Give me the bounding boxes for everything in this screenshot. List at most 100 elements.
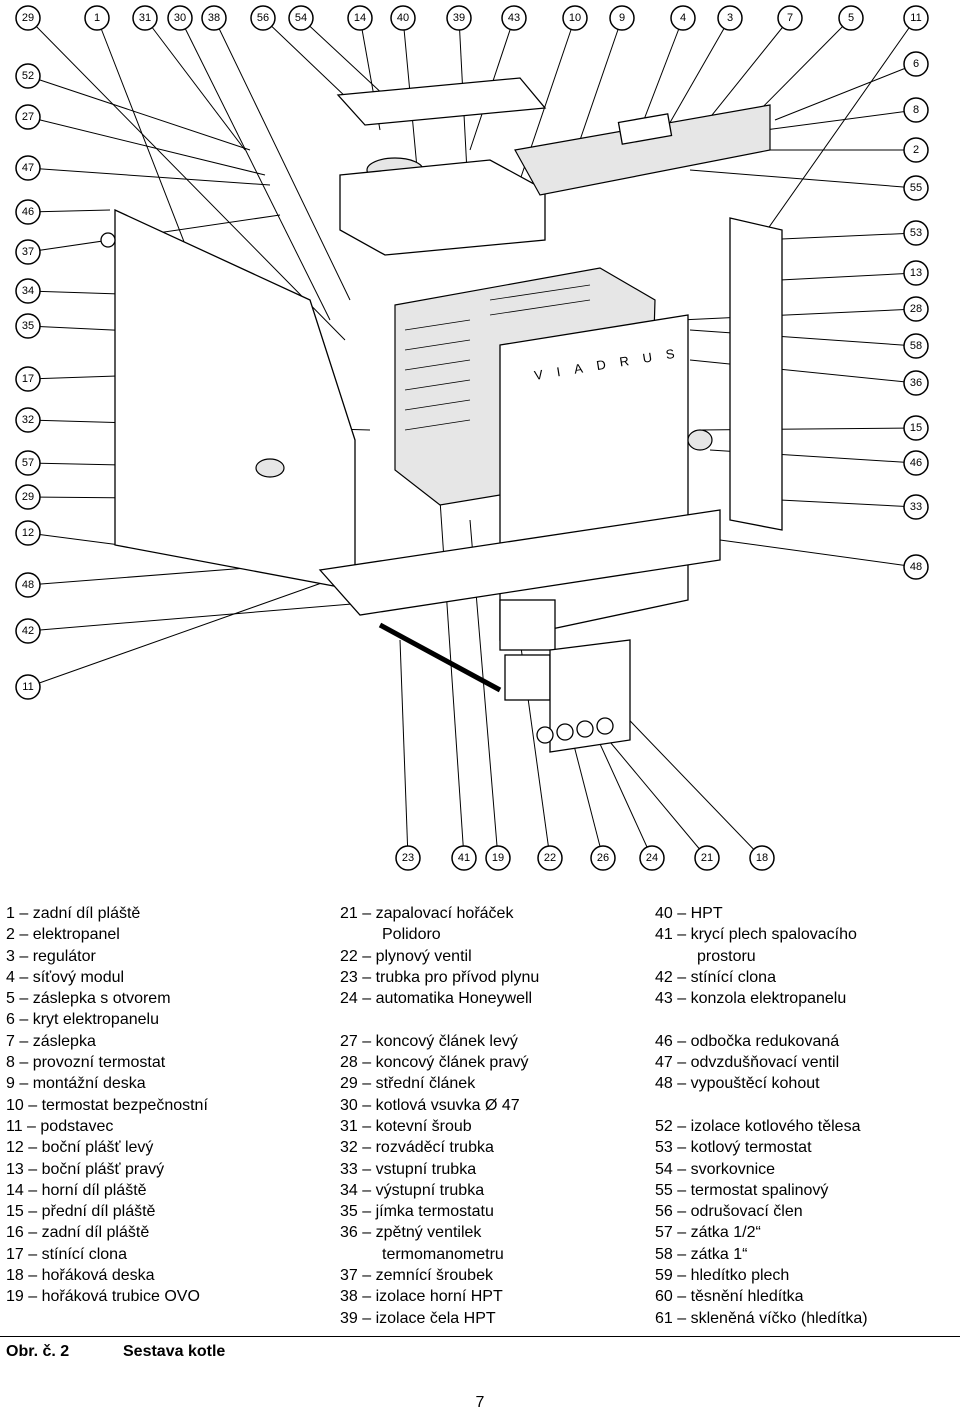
svg-text:33: 33 xyxy=(910,501,922,513)
callout-right-8: 8 xyxy=(903,97,929,123)
legend-item: 28 – koncový článek pravý xyxy=(340,1054,529,1072)
figure-label: Obr. č. 2 xyxy=(6,1343,70,1360)
legend-item: 47 – odvzdušňovací ventil xyxy=(655,1054,840,1072)
legend-item: 33 – vstupní trubka xyxy=(340,1160,477,1178)
legend-spacer xyxy=(655,1095,868,1116)
callout-left-37: 37 xyxy=(15,239,41,265)
legend-item: 24 – automatika Honeywell xyxy=(340,990,533,1008)
leader-line xyxy=(27,167,271,186)
svg-text:23: 23 xyxy=(402,852,414,864)
callout-left-11: 11 xyxy=(15,674,41,700)
leader-line xyxy=(569,729,604,859)
legend-item: 29 – střední článek xyxy=(340,1075,476,1093)
svg-text:13: 13 xyxy=(910,267,922,279)
legend-item: 46 – odbočka redukovaná xyxy=(655,1032,840,1050)
legend-item: 36 – zpětný ventilek xyxy=(340,1224,482,1242)
callout-right-28: 28 xyxy=(903,296,929,322)
svg-text:53: 53 xyxy=(910,227,922,239)
callout-right-13: 13 xyxy=(903,260,929,286)
callout-left-47: 47 xyxy=(15,155,41,181)
page-number: 7 xyxy=(475,1394,485,1411)
callout-top-7: 7 xyxy=(777,5,803,31)
callout-right-48: 48 xyxy=(903,554,929,580)
svg-text:22: 22 xyxy=(544,852,556,864)
callout-left-35: 35 xyxy=(15,313,41,339)
legend-item: 23 – trubka pro přívod plynu xyxy=(340,968,540,986)
svg-text:6: 6 xyxy=(913,58,919,70)
svg-text:42: 42 xyxy=(22,625,34,637)
legend-item: 12 – boční plášť levý xyxy=(6,1139,154,1157)
callout-top-14: 14 xyxy=(347,5,373,31)
svg-text:12: 12 xyxy=(22,527,34,539)
svg-text:29: 29 xyxy=(22,12,34,24)
callout-top-39: 39 xyxy=(446,5,472,31)
legend-item: 43 – konzola elektropanelu xyxy=(655,990,847,1008)
legend-item: 59 – hledítko plech xyxy=(655,1267,790,1285)
control-panel-part xyxy=(514,104,771,196)
svg-text:31: 31 xyxy=(139,12,151,24)
legend-item: 9 – montážní deska xyxy=(6,1075,146,1093)
leader-line xyxy=(27,579,331,688)
right-side-panel-part xyxy=(729,217,783,531)
svg-text:11: 11 xyxy=(22,681,33,693)
callout-left-42: 42 xyxy=(15,618,41,644)
svg-text:28: 28 xyxy=(910,303,922,315)
callout-top-40: 40 xyxy=(390,5,416,31)
legend-item: 42 – stínící clona xyxy=(655,968,776,986)
callout-bottom-22: 22 xyxy=(537,845,563,871)
legend-item: 53 – kotlový termostat xyxy=(655,1139,812,1157)
leader-line xyxy=(27,599,401,632)
legend-item: 19 – hořáková trubice OVO xyxy=(6,1288,200,1306)
svg-text:48: 48 xyxy=(22,579,34,591)
svg-text:7: 7 xyxy=(787,12,793,24)
callout-top-11: 11 xyxy=(903,5,929,31)
honeywell-automatics-part xyxy=(504,654,551,701)
svg-text:8: 8 xyxy=(913,104,919,116)
svg-text:29: 29 xyxy=(22,491,34,503)
callout-left-12: 12 xyxy=(15,520,41,546)
svg-text:52: 52 xyxy=(22,70,34,82)
svg-text:46: 46 xyxy=(22,206,34,218)
svg-text:9: 9 xyxy=(619,12,625,24)
callout-left-57: 57 xyxy=(15,450,41,476)
leader-line xyxy=(759,17,917,241)
caption-divider xyxy=(0,1336,960,1337)
leader-line xyxy=(779,499,917,508)
legend-item: 3 – regulátor xyxy=(6,947,96,965)
callout-right-15: 15 xyxy=(903,415,929,441)
callout-top-3: 3 xyxy=(717,5,743,31)
callout-right-6: 6 xyxy=(903,51,929,77)
legend-item: 16 – zadní díl pláště xyxy=(6,1224,150,1242)
svg-text:24: 24 xyxy=(646,852,658,864)
svg-text:14: 14 xyxy=(354,12,366,24)
callout-top-56: 56 xyxy=(250,5,276,31)
svg-text:35: 35 xyxy=(22,320,34,332)
svg-text:1: 1 xyxy=(94,12,100,24)
svg-text:46: 46 xyxy=(910,457,922,469)
legend-item: prostoru xyxy=(697,947,756,965)
leader-line xyxy=(579,17,623,141)
legend-spacer xyxy=(655,1009,868,1030)
callout-left-27: 27 xyxy=(15,104,41,130)
legend-spacer xyxy=(340,1009,539,1030)
leader-line xyxy=(689,359,917,384)
callout-top-10: 10 xyxy=(562,5,588,31)
callout-bottom-24: 24 xyxy=(639,845,665,871)
callout-top-31: 31 xyxy=(132,5,158,31)
callout-bottom-19: 19 xyxy=(485,845,511,871)
legend-item: 37 – zemnící šroubek xyxy=(340,1267,493,1285)
legend-item: 14 – horní díl pláště xyxy=(6,1181,147,1199)
leader-line xyxy=(639,17,684,131)
callout-bottom-18: 18 xyxy=(749,845,775,871)
callout-top-54: 54 xyxy=(288,5,314,31)
legend-item: 6 – kryt elektropanelu xyxy=(6,1011,159,1029)
svg-text:57: 57 xyxy=(22,457,34,469)
legend-item: 13 – boční plášť pravý xyxy=(6,1160,165,1178)
legend-item: 34 – výstupní trubka xyxy=(340,1181,485,1199)
top-cover-part xyxy=(336,77,547,126)
callout-bottom-23: 23 xyxy=(395,845,421,871)
legend-item: 22 – plynový ventil xyxy=(340,947,472,965)
leader-line xyxy=(27,532,121,546)
